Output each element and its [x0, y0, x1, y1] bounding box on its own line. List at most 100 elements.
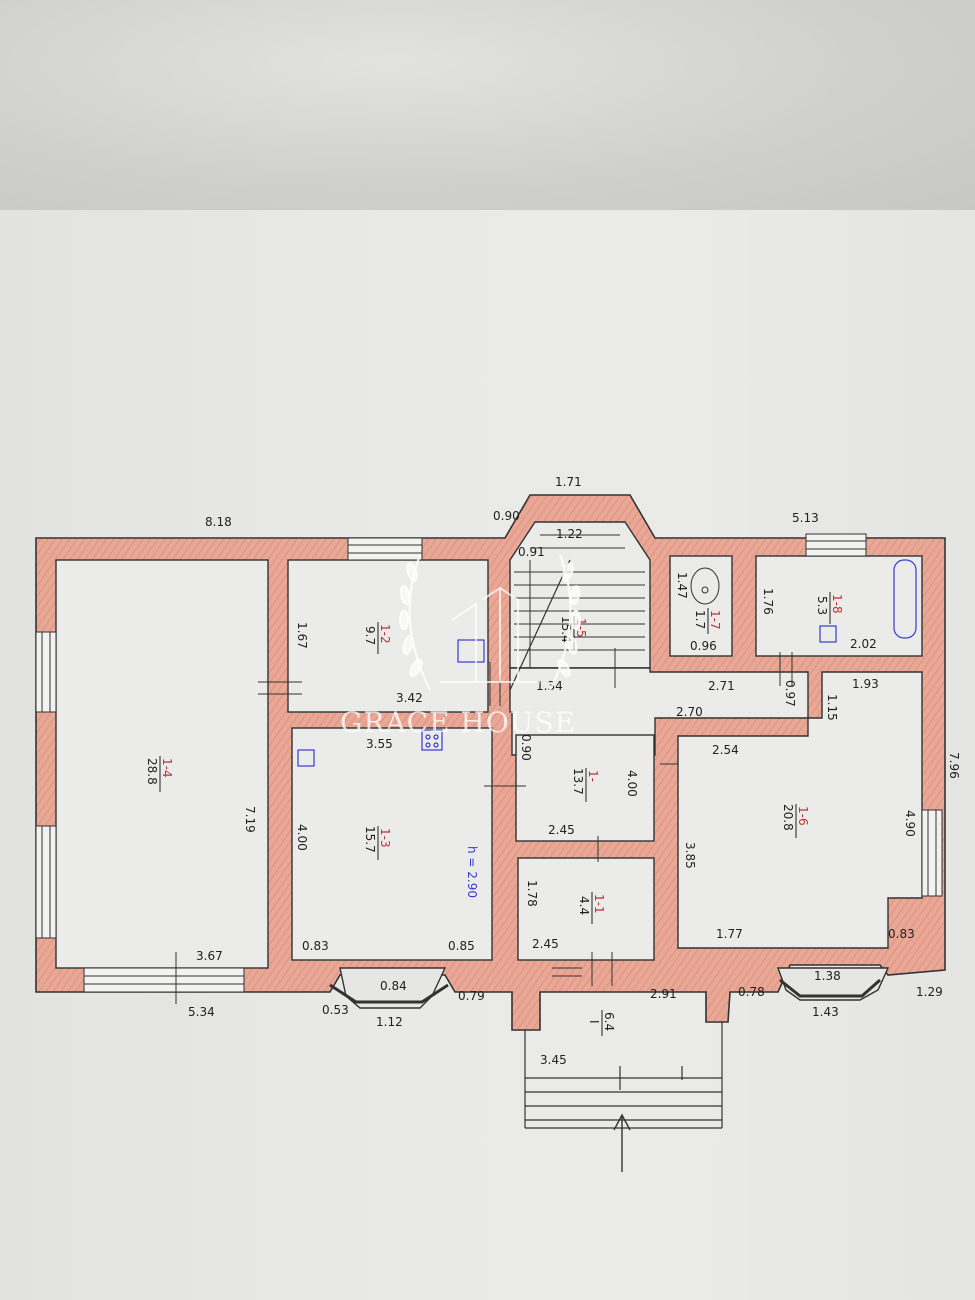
window-right	[921, 809, 943, 897]
dim-hall-width: 2.45	[548, 823, 575, 837]
room-label-area: 4.4	[577, 896, 591, 915]
room-label-id: 1-	[586, 770, 600, 782]
dimension-labels: 8.18 1.71 0.90 0.91 1.22 5.13 7.96 3.67 …	[188, 475, 961, 1067]
room-label-area: 9.7	[363, 626, 377, 645]
ceiling-height-label: h = 2.90	[465, 846, 479, 898]
room-label-area: 20.8	[781, 804, 795, 831]
dim-hall-right: 2.71	[708, 679, 735, 693]
dim-small-width: 2.45	[532, 937, 559, 951]
dim-porch: 2.91	[650, 987, 677, 1001]
dim-room3-top: 3.55	[366, 737, 393, 751]
dim-room6-corner: 0.83	[888, 927, 915, 941]
window-bay-6	[779, 978, 881, 998]
room-label-area: 6.4	[602, 1012, 616, 1031]
dim-stair-bottom: 1.34	[536, 679, 563, 693]
dim-right-side: 7.96	[947, 752, 961, 779]
window-top-bath	[805, 533, 867, 557]
dim-room3-right: 0.85	[448, 939, 475, 953]
dim-corridor-step: 0.90	[519, 734, 533, 761]
room-1-3	[291, 727, 493, 961]
room-label-id: 1-7	[708, 610, 722, 630]
room-1-6	[677, 671, 923, 949]
dim-wc-height: 1.47	[675, 572, 689, 599]
toilet-icon	[690, 567, 720, 605]
dim-top-left: 8.18	[205, 515, 232, 529]
stove-icon	[421, 729, 443, 751]
room-labels: 1-4 28.8 1-2 9.7 1-3 15.7 1-5 15.4 1-7 1…	[145, 592, 844, 1036]
bathtub-icon	[893, 559, 917, 639]
corridor	[509, 667, 809, 756]
dim-vent: 0.97	[783, 680, 797, 707]
watermark-text: GRACE HOUSE	[340, 706, 576, 739]
window-top-room2	[347, 537, 423, 561]
dim-room6-top: 2.54	[712, 743, 739, 757]
dim-room3-left: 0.83	[302, 939, 329, 953]
window-left-upper	[35, 631, 57, 713]
dim-bay3-left: 0.53	[322, 1003, 349, 1017]
dim-corridor: 2.70	[676, 705, 703, 719]
dim-room6-bottom: 1.77	[716, 927, 743, 941]
dimension-ticks	[175, 648, 793, 1004]
vent-icon	[457, 639, 485, 663]
dim-bay-left: 0.90	[493, 509, 520, 523]
dim-bath-width: 2.02	[850, 637, 877, 651]
dim-stair-inner-left: 0.91	[518, 545, 545, 559]
fixtures	[297, 559, 917, 767]
dim-bath-height: 1.76	[761, 588, 775, 615]
laurel-icon	[399, 554, 581, 691]
dim-bay-top: 1.71	[555, 475, 582, 489]
dim-bay6-left: 0.78	[738, 985, 765, 999]
room-label-area: 1.7	[693, 610, 707, 629]
dim-hall-height: 4.00	[625, 770, 639, 797]
sink-icon	[819, 625, 837, 643]
room-label-id: 1-6	[796, 806, 810, 826]
room-1-2	[287, 559, 489, 713]
window-left-lower	[35, 825, 57, 939]
room-1-7-wc	[669, 555, 733, 657]
building-icon	[440, 586, 540, 683]
dim-bay6-bottom: 1.43	[812, 1005, 839, 1019]
dim-room6-topright: 1.93	[852, 677, 879, 691]
watermark-logo: GRACE HOUSE	[340, 554, 581, 739]
room-label-area: 13.7	[571, 768, 585, 795]
dim-small-height: 1.78	[525, 880, 539, 907]
dim-room3-height: 4.00	[295, 824, 309, 851]
dim-room2-width: 3.42	[396, 691, 423, 705]
dim-room6-left: 3.85	[683, 842, 697, 869]
dim-bay6-right: 1.29	[916, 985, 943, 999]
room-label-id: 1-4	[160, 758, 174, 778]
room-1-hall	[515, 734, 655, 842]
dim-bottom-left: 5.34	[188, 1005, 215, 1019]
room-1-4	[55, 559, 269, 969]
room-label-id: I	[587, 1020, 601, 1024]
dim-room2-height: 1.67	[295, 622, 309, 649]
photo-background-top	[0, 0, 975, 210]
room-interiors	[55, 521, 923, 1009]
room-label-area: 28.8	[145, 758, 159, 785]
entrance-steps	[524, 1022, 723, 1172]
dim-room6-notch: 1.15	[825, 694, 839, 721]
windows	[35, 533, 943, 1004]
dim-bay3-right: 0.79	[458, 989, 485, 1003]
dim-top-right: 5.13	[792, 511, 819, 525]
room-label-area: 5.3	[815, 596, 829, 615]
dim-bay3-mid: 0.84	[380, 979, 407, 993]
room-label-id: 1-3	[378, 828, 392, 848]
boiler-icon	[297, 749, 315, 767]
room-label-id: 1-8	[830, 594, 844, 614]
dim-steps: 3.45	[540, 1053, 567, 1067]
dim-wc-width: 0.96	[690, 639, 717, 653]
dim-stair-top: 1.22	[556, 527, 583, 541]
dim-bay6-mid: 1.38	[814, 969, 841, 983]
dim-left-room-height: 7.19	[243, 806, 257, 833]
room-label-id: 1-2	[378, 624, 392, 644]
room-label-id: 1-1	[592, 894, 606, 914]
room-1-1	[517, 857, 655, 961]
bay-1-6	[777, 967, 890, 1001]
room-label-area: 15.7	[363, 826, 377, 853]
window-bottom-left	[83, 967, 245, 993]
staircase	[509, 534, 645, 691]
window-bay-3	[329, 983, 449, 1004]
dim-room6-height: 4.90	[903, 810, 917, 837]
